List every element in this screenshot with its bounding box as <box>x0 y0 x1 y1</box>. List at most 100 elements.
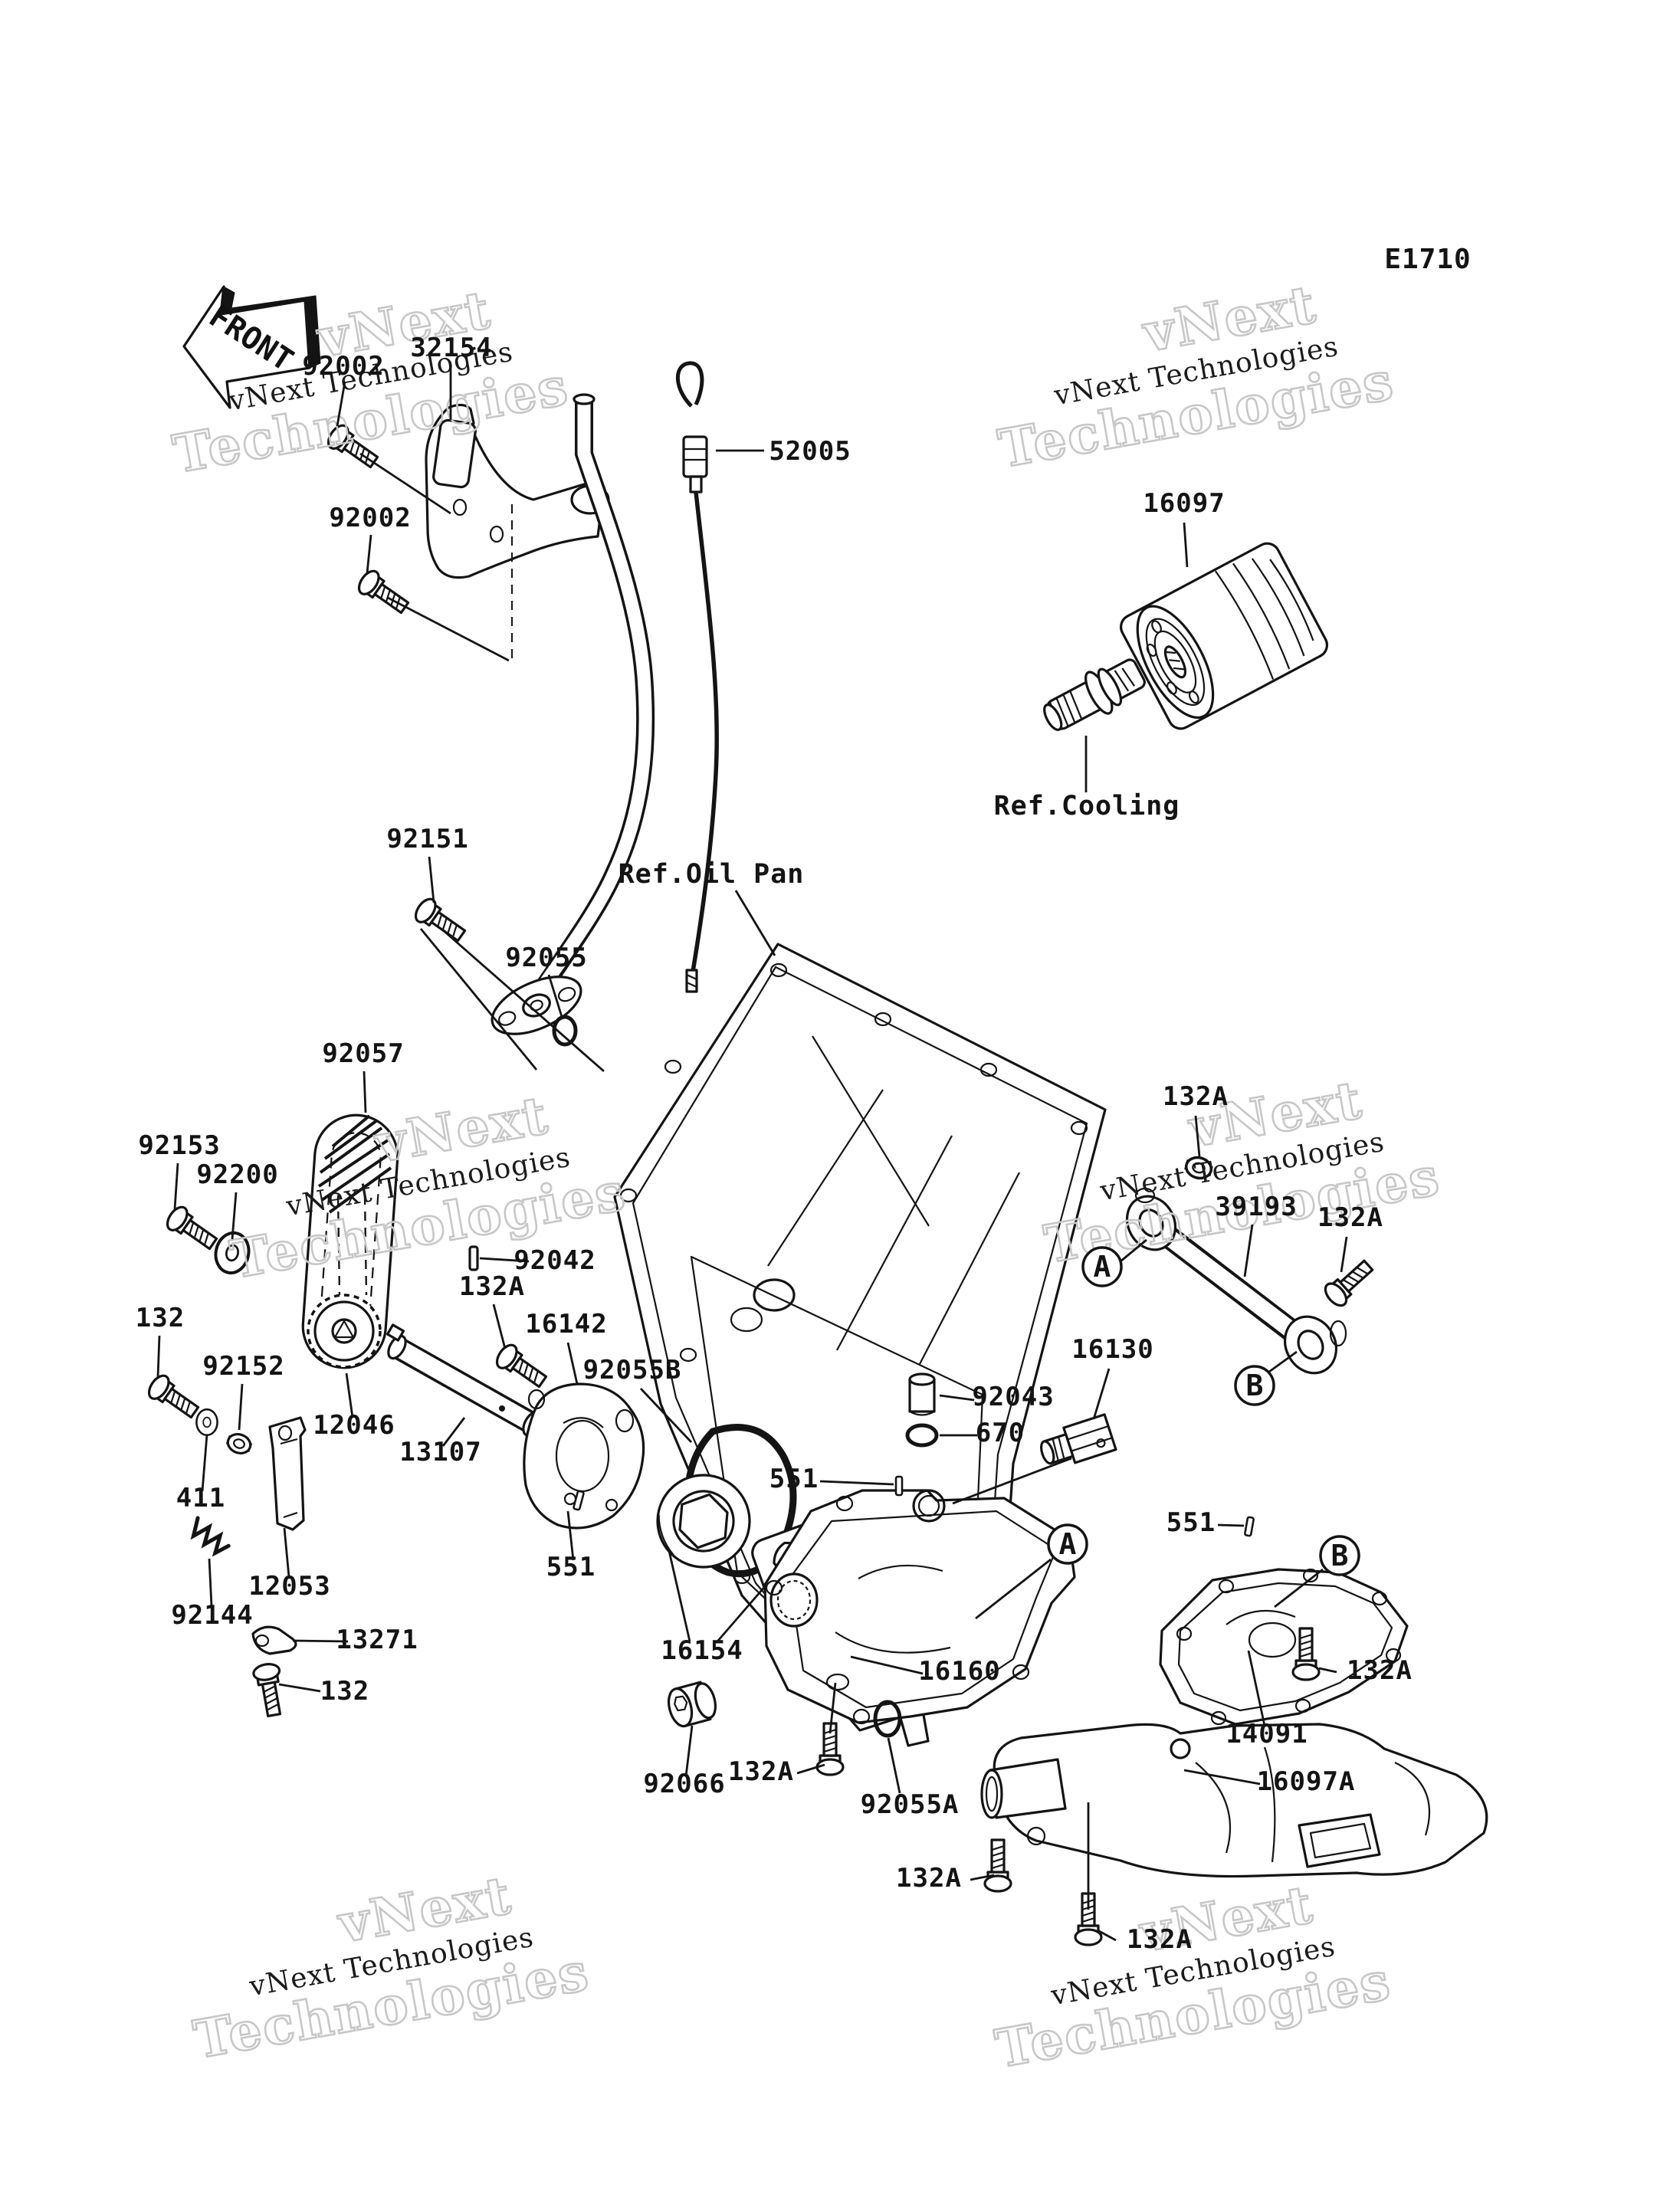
part-label-92153-11: 92153 <box>138 1130 220 1161</box>
leader-line-28 <box>639 1388 693 1443</box>
part-label-551-34: 551 <box>769 1464 819 1494</box>
callout-b-3: B <box>1319 1535 1360 1576</box>
oring-92055 <box>552 1015 578 1047</box>
leader-line-33 <box>850 1655 924 1675</box>
leader-line-15 <box>231 1192 238 1240</box>
part-label-132a-42: 132A <box>1347 1655 1413 1686</box>
part-label-92002-3: 92002 <box>329 503 411 533</box>
oil-filter-16097 <box>1120 542 1328 730</box>
washer-411-icon <box>195 1408 218 1437</box>
leader-line-29 <box>566 1510 575 1561</box>
callout-circle <box>1081 1246 1123 1287</box>
front-arrow-body <box>182 285 311 409</box>
leader-line-11 <box>734 890 776 956</box>
leader-line-48 <box>1340 1236 1348 1273</box>
bolt-132a-pipe-icon <box>1320 1254 1379 1311</box>
callout-circle <box>1047 1523 1088 1565</box>
bolt-92151-icon <box>410 894 471 948</box>
leader-line-43 <box>1092 1368 1111 1420</box>
leader-line-8 <box>428 856 435 903</box>
part-label-ref-oil-pan-8: Ref.Oil Pan <box>619 859 805 890</box>
leader-line-45 <box>1217 1523 1245 1527</box>
part-label-92043-35: 92043 <box>972 1382 1054 1412</box>
leader-line-27 <box>566 1342 579 1385</box>
part-label-132-13: 132 <box>136 1303 185 1333</box>
pump-cover-16142 <box>523 1382 645 1530</box>
leader-line-3 <box>366 534 372 574</box>
leader-line-1 <box>336 381 346 427</box>
callout-a-0: A <box>1081 1246 1123 1287</box>
sprocket-12046 <box>307 1294 382 1369</box>
bolt-132a-pump-icon <box>491 1340 552 1394</box>
shaft-13107 <box>386 1323 543 1438</box>
part-label-16160-29: 16160 <box>918 1656 1000 1687</box>
part-label-411-15: 411 <box>176 1483 225 1513</box>
leader-line-2 <box>359 452 451 515</box>
cover-plate-14091 <box>1159 1568 1409 1726</box>
bolt-92002-b-icon <box>353 566 414 620</box>
leader-line-9 <box>441 928 605 1073</box>
callout-letter: B <box>1246 1369 1264 1402</box>
leader-line-44 <box>952 1457 1072 1505</box>
part-label-52005-4: 52005 <box>769 436 851 467</box>
part-label-92042-22: 92042 <box>514 1245 596 1276</box>
leader-line-47 <box>1243 1224 1254 1277</box>
part-label-12053-18: 12053 <box>248 1571 330 1602</box>
leader-line-14 <box>173 1162 179 1210</box>
part-label-16142-24: 16142 <box>525 1309 607 1340</box>
callout-circles-layer: A B A B <box>1047 1246 1360 1576</box>
part-label-16154-27: 16154 <box>661 1635 743 1666</box>
leader-line-17 <box>238 1383 244 1431</box>
rotor-outer-16154 <box>656 1474 751 1569</box>
part-label-92144-19: 92144 <box>171 1600 253 1631</box>
part-label-14091-43: 14091 <box>1226 1719 1308 1749</box>
part-label-39193-40: 39193 <box>1215 1192 1297 1222</box>
callout-a-2: A <box>1047 1523 1088 1565</box>
part-label-132a-23: 132A <box>459 1271 525 1302</box>
leader-line-10 <box>419 928 538 1071</box>
leader-line-49 <box>1318 1667 1337 1674</box>
leader-line-18 <box>201 1434 208 1492</box>
leader-line-46 <box>1194 1115 1201 1157</box>
callout-circle <box>1319 1535 1360 1576</box>
leader-line-39 <box>1098 1930 1117 1942</box>
part-label-92055-9: 92055 <box>505 943 587 973</box>
part-label-16130-37: 16130 <box>1071 1334 1153 1365</box>
callout-b-1: B <box>1234 1365 1275 1406</box>
leader-line-31 <box>716 1584 768 1642</box>
bolt-92153-icon <box>162 1202 222 1256</box>
leader-line-19 <box>208 1558 213 1607</box>
leader-line-52 <box>1120 1238 1147 1263</box>
oring-670 <box>905 1423 939 1448</box>
leader-line-25 <box>479 1257 530 1263</box>
leader-line-16 <box>156 1335 161 1378</box>
nut-92152-icon <box>224 1429 254 1458</box>
part-label-132a-33: 132A <box>1127 1924 1193 1955</box>
leader-lines-layer <box>156 365 1348 1942</box>
part-label-32154-1: 32154 <box>410 333 492 363</box>
part-label-16097a-44: 16097A <box>1257 1766 1356 1797</box>
part-label-551-38: 551 <box>1166 1507 1216 1538</box>
callout-letter: A <box>1094 1250 1111 1284</box>
part-label-92055b-25: 92055B <box>583 1355 682 1385</box>
leader-line-30 <box>668 1550 691 1642</box>
oil-filler-tube <box>538 393 655 989</box>
part-label-92152-14: 92152 <box>202 1351 284 1382</box>
leader-line-54 <box>975 1558 1052 1620</box>
part-label-670-36: 670 <box>976 1418 1025 1448</box>
part-label-132a-30: 132A <box>728 1756 794 1787</box>
leader-line-32 <box>684 1725 694 1777</box>
part-label-92066-28: 92066 <box>643 1769 725 1799</box>
part-label-92057-10: 92057 <box>322 1038 404 1069</box>
leader-line-22 <box>278 1683 321 1693</box>
part-labels-layer: E17103215492002920025200516097Ref.Coolin… <box>136 244 1471 1955</box>
leader-line-36 <box>887 1737 901 1794</box>
leader-line-34 <box>796 1763 825 1775</box>
part-label-e1710-0: E1710 <box>1384 244 1471 275</box>
plug-92066 <box>667 1681 717 1728</box>
leader-line-20 <box>283 1527 290 1578</box>
leader-line-26 <box>492 1303 507 1349</box>
leader-line-55 <box>1274 1568 1324 1608</box>
leader-line-51 <box>1183 1769 1261 1785</box>
